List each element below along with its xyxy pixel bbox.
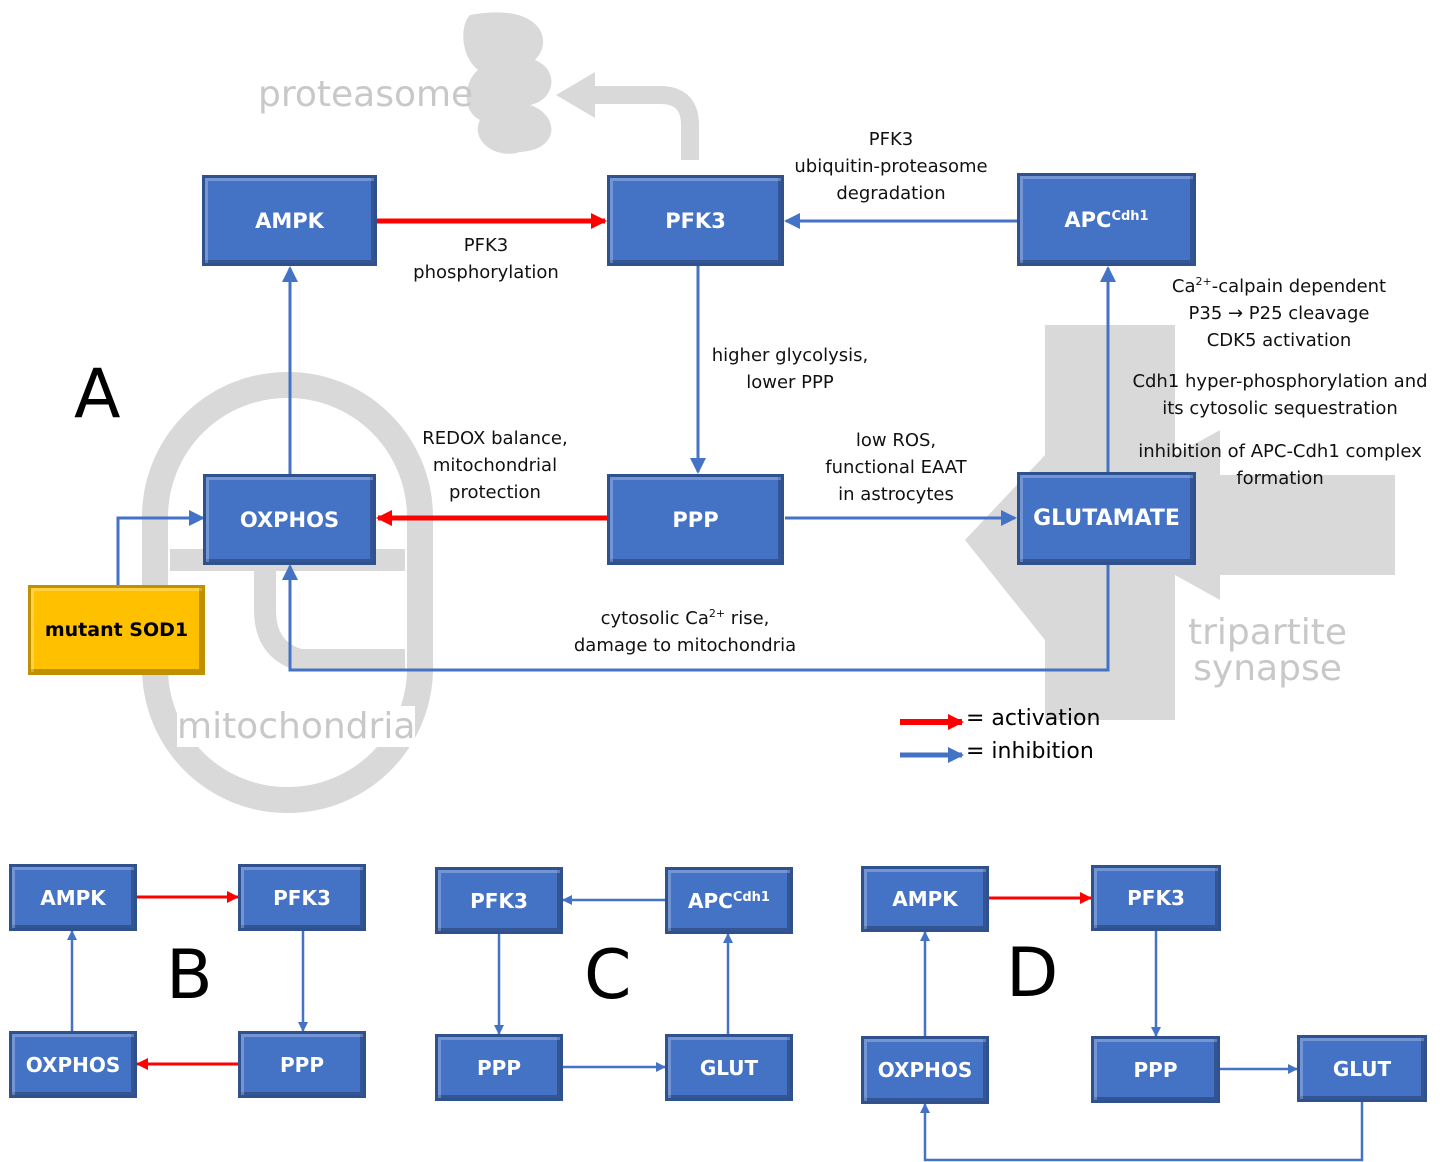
b-node-pfk3: PFK3 xyxy=(238,864,366,931)
node-glutamate: GLUTAMATE xyxy=(1017,472,1196,565)
label-calpain: Ca2+-calpain dependent P35 → P25 cleavag… xyxy=(1171,275,1387,351)
node-oxphos: OXPHOS xyxy=(203,474,376,565)
panel-c-letter: C xyxy=(584,936,632,1015)
node-pfk3: PFK3 xyxy=(607,175,784,266)
d-node-ampk: AMPK xyxy=(861,866,989,932)
b-node-oxphos: OXPHOS xyxy=(9,1031,137,1098)
panel-a-letter: A xyxy=(74,355,121,434)
panel-d-letter: D xyxy=(1006,934,1059,1013)
proteasome-label: proteasome xyxy=(258,74,474,115)
d-node-ppp: PPP xyxy=(1091,1036,1220,1103)
b-node-ppp: PPP xyxy=(238,1031,366,1098)
label-apc-inhibition: inhibition of APC-Cdh1 complex formation xyxy=(1138,441,1422,489)
c-node-ppp: PPP xyxy=(435,1034,563,1101)
label-cdh1-phosphorylation: Cdh1 hyper-phosphorylation and its cytos… xyxy=(1132,371,1428,419)
arrow-sod1-oxphos xyxy=(116,510,205,585)
label-low-ros: low ROS, functional EAAT in astrocytes xyxy=(825,430,967,505)
tripartite-synapse-label: tripartite synapse xyxy=(1188,612,1348,689)
node-mutant-sod1: mutant SOD1 xyxy=(28,585,205,675)
legend-activation-label: = activation xyxy=(966,706,1101,731)
node-ppp: PPP xyxy=(607,474,784,565)
proteasome-ghost-icon xyxy=(463,12,699,160)
d-node-pfk3: PFK3 xyxy=(1091,865,1221,931)
c-node-glut: GLUT xyxy=(665,1034,793,1101)
d-arrow-glut-oxphos xyxy=(920,1102,1364,1162)
arrow-glutamate-oxphos xyxy=(282,563,1110,672)
mitochondria-label: mitochondria xyxy=(177,706,416,747)
label-higher-glycolysis: higher glycolysis, lower PPP xyxy=(711,345,869,393)
label-redox-balance: REDOX balance, mitochondrial protection xyxy=(422,428,568,503)
node-ampk: AMPK xyxy=(202,175,377,266)
legend-inhibition-label: = inhibition xyxy=(966,739,1094,764)
label-pfk3-phosphorylation: PFK3 phosphorylation xyxy=(413,235,559,283)
c-node-pfk3: PFK3 xyxy=(435,867,563,934)
label-cytosolic-ca: cytosolic Ca2+ rise, damage to mitochond… xyxy=(573,607,797,656)
label-ubiquitin-degradation: PFK3 ubiquitin-proteasome degradation xyxy=(794,129,988,204)
d-node-oxphos: OXPHOS xyxy=(861,1036,989,1104)
b-node-ampk: AMPK xyxy=(9,864,137,931)
panel-b-letter: B xyxy=(166,936,213,1015)
d-node-glut: GLUT xyxy=(1297,1035,1427,1102)
